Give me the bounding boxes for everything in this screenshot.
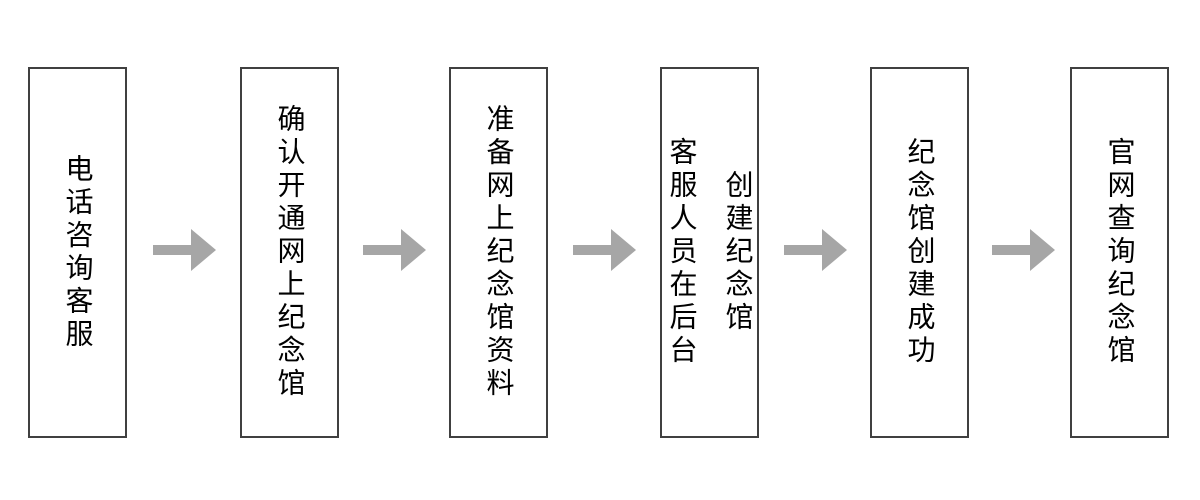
arrow-head-icon — [401, 229, 426, 271]
flow-step-label: 确认开通网上纪念馆 — [273, 104, 307, 401]
flow-step-prepare-materials: 准备网上纪念馆资料 — [449, 67, 548, 438]
flow-step-label: 电话咨询客服 — [61, 153, 95, 352]
arrow-shaft — [153, 245, 193, 255]
flow-arrow-3 — [573, 229, 636, 271]
flow-arrow-5 — [992, 229, 1055, 271]
arrow-head-icon — [1030, 229, 1055, 271]
flow-arrow-2 — [363, 229, 426, 271]
arrow-head-icon — [611, 229, 636, 271]
flow-step-staff-create: 客服人员在后台 创建纪念馆 — [660, 67, 759, 438]
flow-step-label: 官网查询纪念馆 — [1103, 137, 1137, 368]
flow-step-phone-consult: 电话咨询客服 — [28, 67, 127, 438]
flow-step-label: 客服人员在后台 创建纪念馆 — [665, 137, 755, 368]
flow-step-confirm-open: 确认开通网上纪念馆 — [240, 67, 339, 438]
arrow-head-icon — [822, 229, 847, 271]
arrow-shaft — [784, 245, 824, 255]
arrow-shaft — [573, 245, 613, 255]
flow-step-website-query: 官网查询纪念馆 — [1070, 67, 1169, 438]
arrow-head-icon — [191, 229, 216, 271]
flow-step-create-success: 纪念馆创建成功 — [870, 67, 969, 438]
arrow-shaft — [363, 245, 403, 255]
arrow-shaft — [992, 245, 1032, 255]
flow-step-label: 纪念馆创建成功 — [903, 137, 937, 368]
flow-arrow-1 — [153, 229, 216, 271]
flow-arrow-4 — [784, 229, 847, 271]
flow-step-label: 准备网上纪念馆资料 — [482, 104, 516, 401]
